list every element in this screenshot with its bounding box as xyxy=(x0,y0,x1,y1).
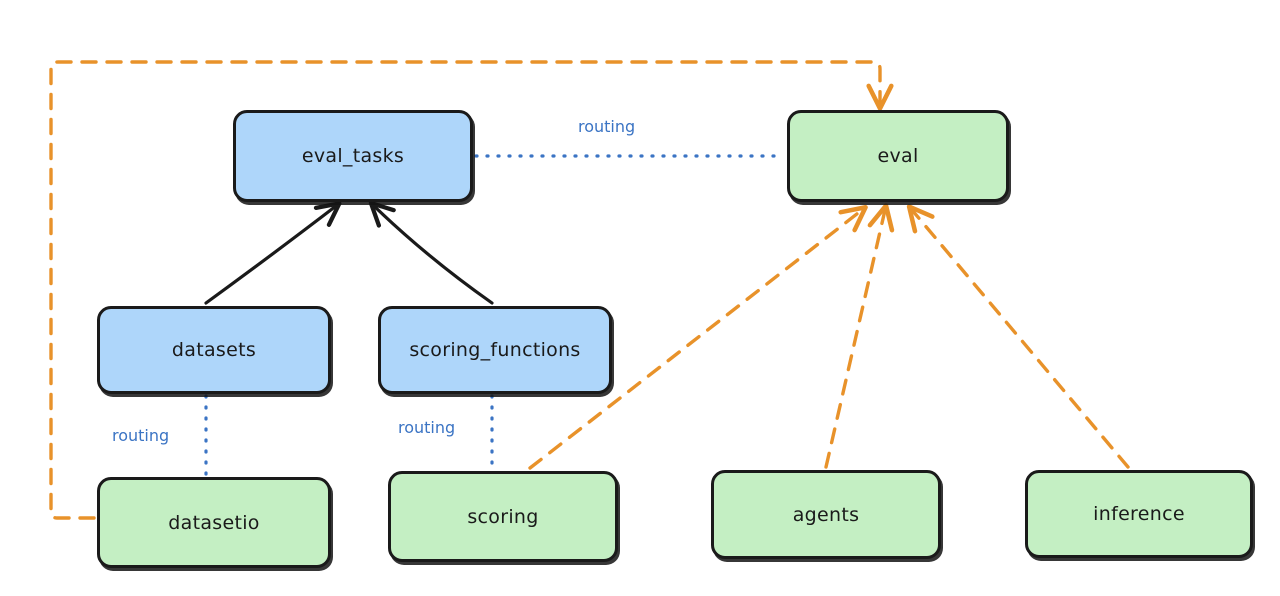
edge-inference-eval xyxy=(906,204,1130,469)
edge-label-routing-datasets: routing xyxy=(112,426,170,445)
node-inference[interactable]: inference xyxy=(1025,470,1253,558)
node-eval-tasks[interactable]: eval_tasks xyxy=(233,110,473,202)
node-datasetio[interactable]: datasetio xyxy=(97,477,331,568)
node-eval[interactable]: eval xyxy=(787,110,1009,202)
node-agents[interactable]: agents xyxy=(711,470,941,559)
node-scoring[interactable]: scoring xyxy=(388,471,618,562)
node-label-datasetio: datasetio xyxy=(168,511,260,534)
node-label-scoring-functions: scoring_functions xyxy=(409,339,581,361)
node-label-inference: inference xyxy=(1093,503,1185,525)
edge-agents-eval xyxy=(824,203,895,469)
edge-label-routing-scoring-functions: routing xyxy=(398,418,456,437)
edge-scoring-eval xyxy=(528,204,868,470)
edge-scoring-functions-eval-tasks xyxy=(368,200,494,305)
node-scoring-functions[interactable]: scoring_functions xyxy=(378,306,612,394)
node-label-agents: agents xyxy=(792,503,860,526)
edge-label-routing-eval-tasks: routing xyxy=(578,117,636,136)
edge-datasets-eval-tasks xyxy=(204,201,342,305)
node-label-eval: eval xyxy=(877,145,919,167)
node-label-scoring: scoring xyxy=(467,505,539,528)
node-datasets[interactable]: datasets xyxy=(97,306,331,394)
node-label-datasets: datasets xyxy=(171,339,257,361)
node-label-eval-tasks: eval_tasks xyxy=(301,145,405,167)
